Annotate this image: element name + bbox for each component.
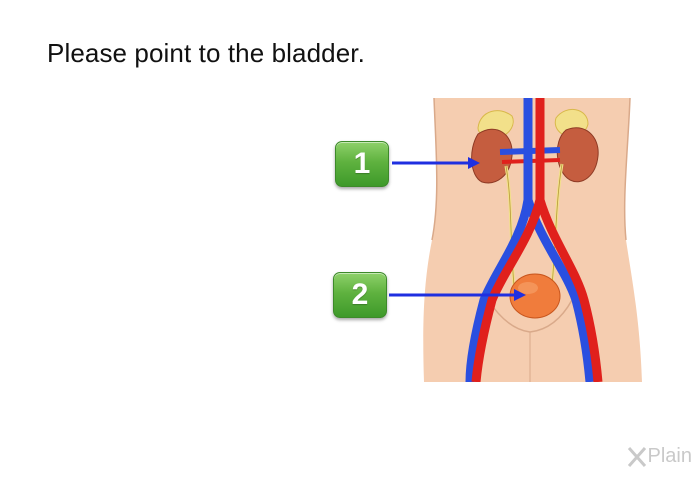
answer-button-1[interactable]: 1 <box>335 141 389 187</box>
right-kidney <box>556 127 599 183</box>
x-logo-icon <box>627 446 646 467</box>
torso-skin <box>423 98 642 382</box>
answer-label-2: 2 <box>351 278 369 311</box>
brand-text: Plain <box>647 445 692 467</box>
bladder <box>509 273 561 319</box>
question-prompt: Please point to the bladder. <box>47 38 365 68</box>
answer-label-1: 1 <box>353 147 371 180</box>
urinary-system-illustration <box>423 98 642 382</box>
answer-button-2[interactable]: 2 <box>333 272 387 318</box>
x-plain-logo: Plain <box>627 445 692 468</box>
